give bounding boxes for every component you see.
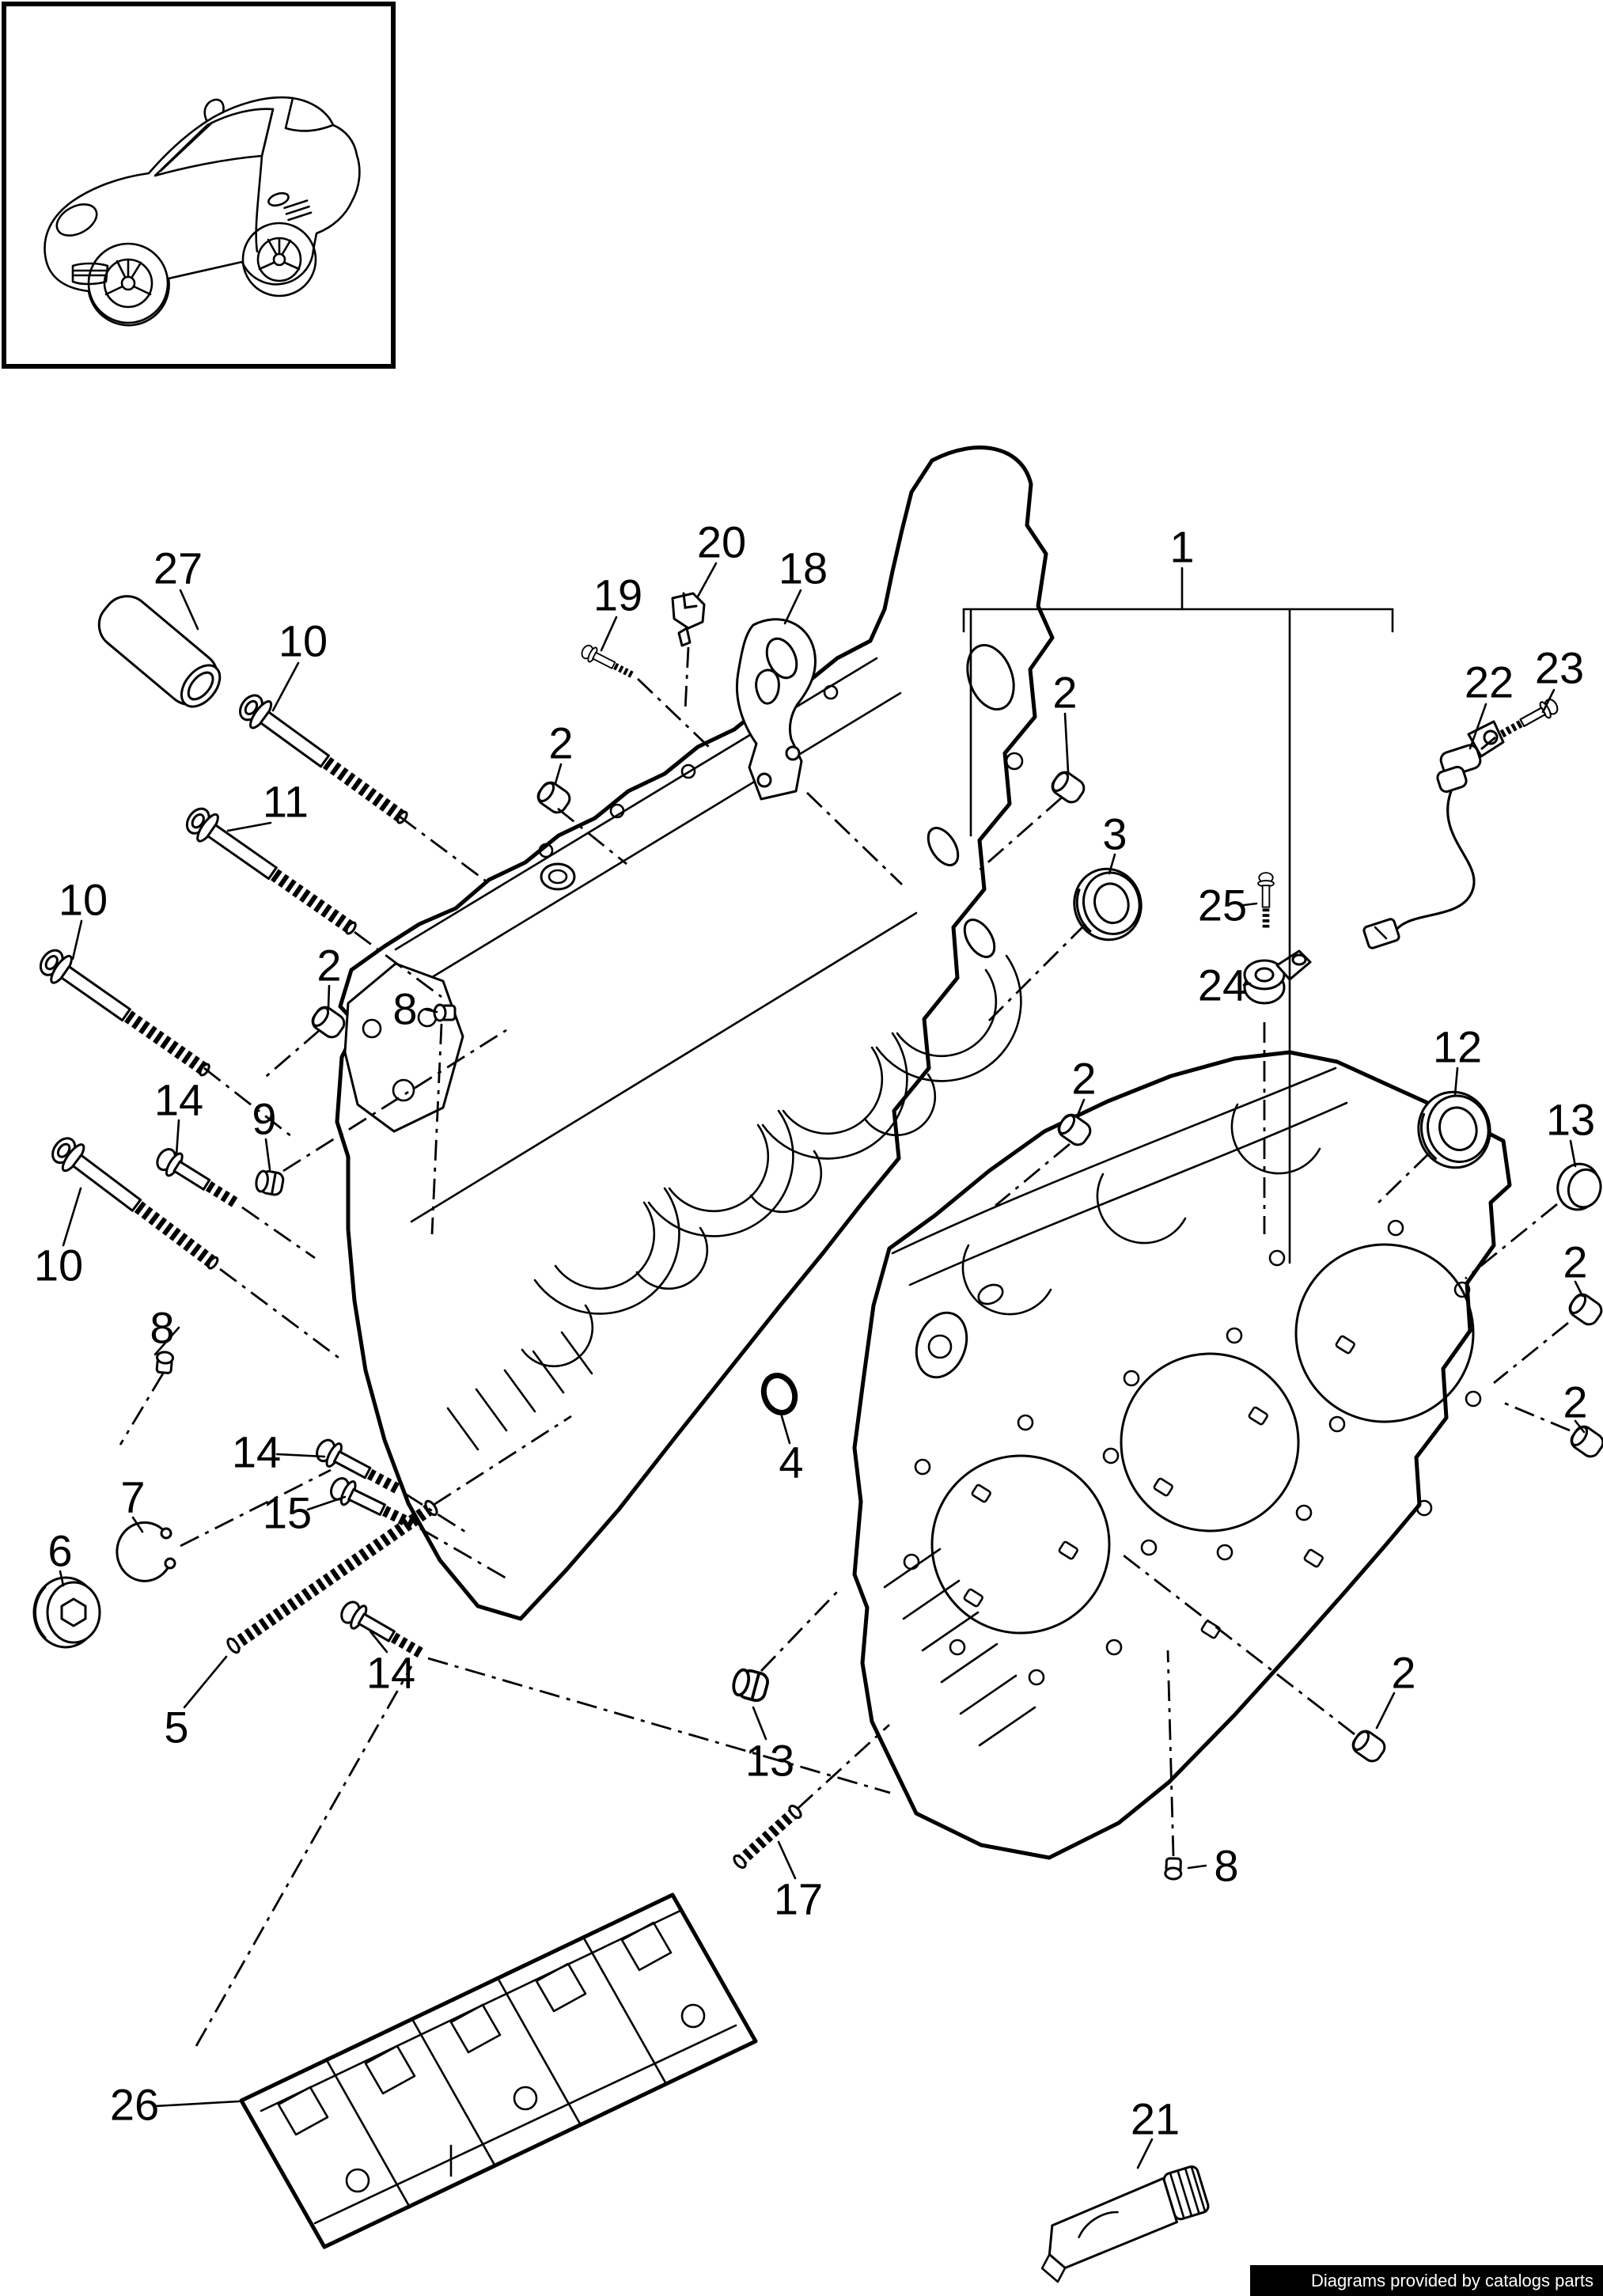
callout-2: 2 [1391,1648,1415,1698]
callout-18: 18 [779,544,828,593]
callout-14: 14 [154,1075,203,1125]
nut-9 [253,1168,286,1197]
dowel-sleeve-2e [1565,1290,1603,1329]
callout-14: 14 [232,1427,281,1477]
callout-2: 2 [1071,1054,1096,1104]
crankshaft-position-sensor-22 [1362,720,1505,949]
stud-5 [226,1499,438,1654]
dowel-sleeve-2g [1348,1726,1389,1766]
callout-13: 13 [745,1736,794,1786]
oil-baffle-plate [239,1892,758,2249]
callout-2: 2 [1052,668,1077,718]
insertion-axis-lines [119,646,1571,2047]
callout-2: 2 [1563,1377,1587,1427]
callout-17: 17 [774,1874,823,1924]
callout-15: 15 [263,1488,312,1538]
plug-screw-8c [1164,1857,1183,1881]
callout-22: 22 [1465,657,1514,707]
spacer-tube-27 [97,595,222,708]
car-icon [44,96,361,327]
callout-2: 2 [548,718,573,768]
callout-3: 3 [1102,809,1127,859]
dowel-sleeve-2b [533,778,574,817]
plug-screw-8b [154,1350,175,1375]
callout-13: 13 [1546,1095,1595,1145]
provider-badge: Diagrams provided by catalogs parts [1250,2265,1603,2296]
sealant-tube [1040,2165,1210,2283]
callout-14: 14 [366,1648,415,1698]
callout-26: 26 [110,2080,159,2130]
bolt-14a [153,1145,244,1215]
cap-nut-13b [729,1665,771,1704]
callout-19: 19 [593,570,642,620]
cylinder-bolt-10a [234,689,414,832]
callout-6: 6 [47,1526,72,1576]
callout-10: 10 [34,1241,83,1290]
snap-ring-7 [116,1521,176,1582]
callout-21: 21 [1131,2094,1180,2144]
callout-8: 8 [392,984,417,1034]
callout-9: 9 [252,1094,276,1144]
screw-plug-6 [32,1576,101,1649]
screw-plug-13a [1556,1162,1602,1211]
callout-1: 1 [1169,522,1194,572]
callout-2: 2 [316,941,341,991]
shaft-seal-3 [1073,867,1143,942]
callout-25: 25 [1198,881,1247,930]
bolt-19 [579,642,638,683]
crankcase-half-right [852,1050,1512,1860]
knock-sensor-24 [1243,949,1312,1005]
dowel-sleeve-2a [1048,767,1089,807]
callout-5: 5 [164,1703,188,1752]
o-ring-4 [760,1373,798,1415]
callout-10: 10 [59,875,108,925]
group-bracket-1 [962,566,1394,1264]
dowel-sleeve-2f [1567,1422,1603,1461]
vehicle-thumbnail [2,2,396,369]
callout-20: 20 [697,517,746,567]
callout-2: 2 [1563,1237,1587,1287]
lifting-bracket-18 [735,618,817,801]
bolt-25 [1258,873,1274,930]
callout-8: 8 [150,1303,174,1353]
callout-23: 23 [1535,643,1584,693]
shaft-seal-12 [1417,1090,1491,1169]
callout-27: 27 [153,544,203,593]
callout-4: 4 [779,1438,803,1487]
gasket-holes [903,1219,1482,1686]
oil-pressure-sensor-20 [671,592,706,647]
cylinder-bolt-10b [35,944,216,1084]
callout-10: 10 [279,616,328,666]
thumbnail-border [2,2,396,369]
leader-lines [59,562,1586,2169]
callout-24: 24 [1198,960,1247,1010]
callout-11: 11 [263,777,309,827]
callout-7: 7 [120,1472,145,1522]
stud-17 [733,1805,802,1869]
callout-8: 8 [1214,1841,1238,1891]
plug-screw-8a [433,1003,457,1022]
callout-12: 12 [1433,1022,1482,1072]
